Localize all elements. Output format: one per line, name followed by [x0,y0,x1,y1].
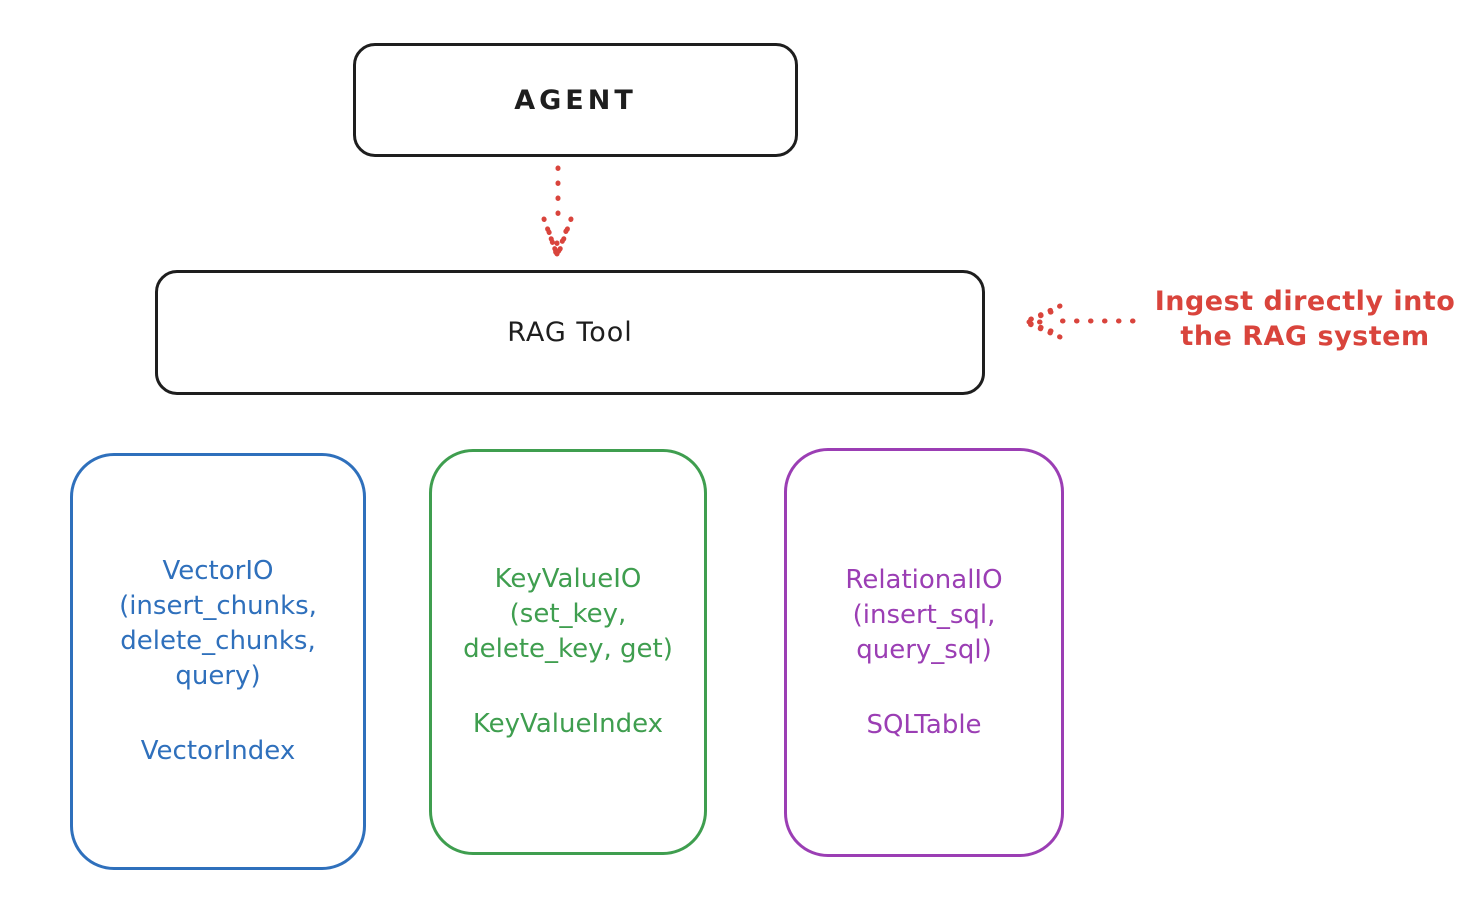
vector-io-signature: VectorIO(insert_chunks,delete_chunks,que… [119,556,317,691]
keyvalue-io-index-label: KeyValueIndex [472,709,664,739]
keyvalue-io-text: KeyValueIO(set_key,delete_key, get) KeyV… [463,562,673,742]
agent-to-rag-arrow [541,165,574,259]
keyvalue-io-signature: KeyValueIO(set_key,delete_key, get) [463,564,673,664]
relational-io-signature: RelationalIO(insert_sql,query_sql) [845,564,1003,665]
annotation-to-rag-arrow [1023,303,1136,340]
relational-io-text: RelationalIO(insert_sql,query_sql) SQLTa… [845,563,1002,743]
rag-tool-label: RAG Tool [507,317,633,348]
keyvalue-io-card: KeyValueIO(set_key,delete_key, get) KeyV… [429,449,707,855]
vector-io-index-label: VectorIndex [140,736,296,766]
relational-io-index-label: SQLTable [866,709,982,740]
vector-io-text: VectorIO(insert_chunks,delete_chunks,que… [119,554,317,769]
relational-io-card: RelationalIO(insert_sql,query_sql) SQLTa… [784,448,1064,857]
vector-io-card: VectorIO(insert_chunks,delete_chunks,que… [70,453,366,870]
agent-node: AGENT [353,43,798,157]
rag-tool-node: RAG Tool [155,270,985,395]
agent-label: AGENT [514,84,637,116]
